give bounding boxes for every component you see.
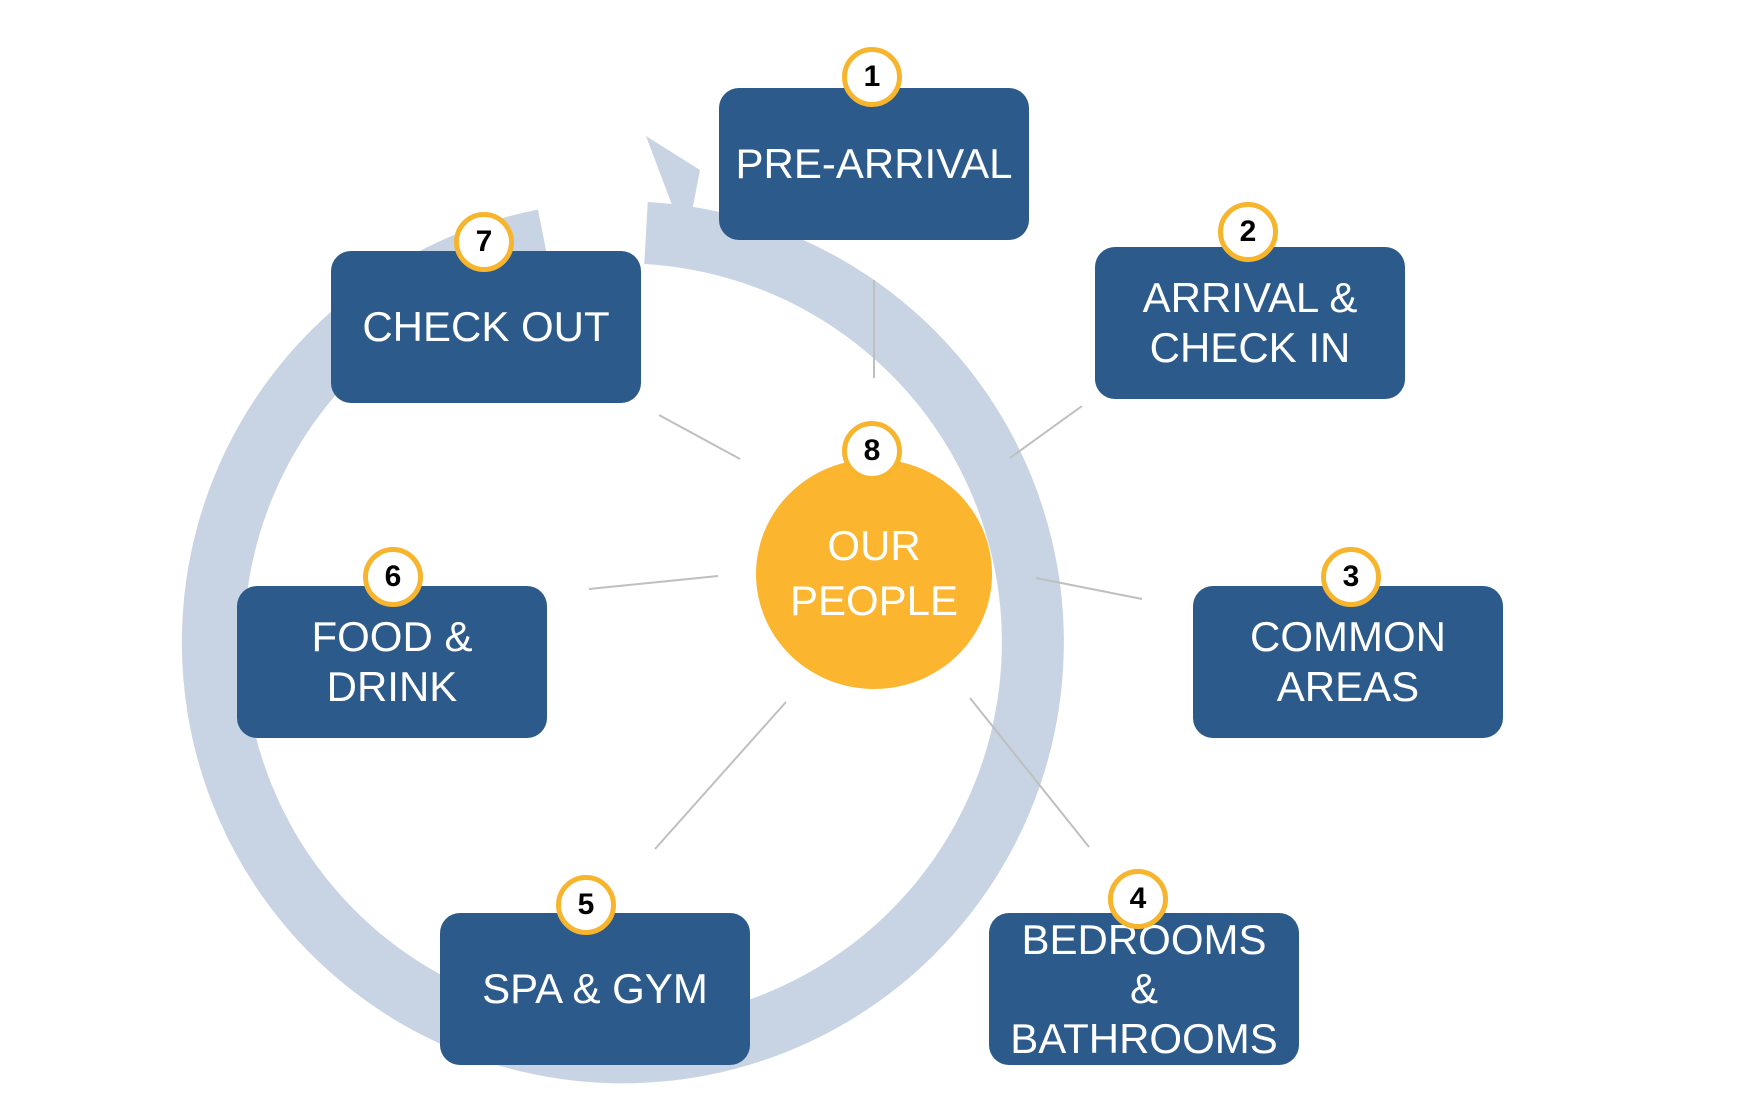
step-label: ARRIVAL & CHECK IN [1142, 274, 1358, 371]
step-box-pre-arrival: PRE-ARRIVAL [719, 88, 1029, 240]
step-box-check-out: CHECK OUT [331, 251, 641, 403]
center-circle-our-people: OUR PEOPLE [756, 459, 992, 689]
step-number-badge-5: 5 [556, 875, 616, 935]
spoke-line [1009, 405, 1083, 459]
step-box-bedrooms-bathrooms: BEDROOMS & BATHROOMS [989, 913, 1299, 1065]
step-label: SPA & GYM [482, 965, 708, 1013]
spoke-connectors [588, 280, 1143, 850]
step-label: CHECK OUT [362, 303, 610, 351]
step-number-badge-2: 2 [1218, 202, 1278, 262]
step-number-badge-7: 7 [454, 212, 514, 272]
spoke-line [658, 414, 741, 460]
spoke-line [654, 701, 787, 850]
step-box-common-areas: COMMON AREAS [1193, 586, 1503, 738]
spoke-line [1035, 577, 1143, 600]
step-label: BEDROOMS & BATHROOMS [1010, 915, 1278, 1062]
center-number-badge-8: 8 [842, 421, 902, 481]
step-number-badge-6: 6 [363, 547, 423, 607]
spoke-line [588, 575, 719, 590]
step-label: PRE-ARRIVAL [735, 140, 1013, 188]
step-label: COMMON AREAS [1250, 613, 1446, 710]
step-box-arrival-check-in: ARRIVAL & CHECK IN [1095, 247, 1405, 399]
step-box-spa-gym: SPA & GYM [440, 913, 750, 1065]
spoke-line [969, 697, 1090, 848]
step-box-food-drink: FOOD & DRINK [237, 586, 547, 738]
cycle-arrowhead [646, 136, 700, 242]
step-number-badge-3: 3 [1321, 547, 1381, 607]
center-label: OUR PEOPLE [789, 522, 959, 624]
step-label: FOOD & DRINK [311, 613, 473, 710]
step-number-badge-4: 4 [1108, 869, 1168, 929]
step-number-badge-1: 1 [842, 47, 902, 107]
